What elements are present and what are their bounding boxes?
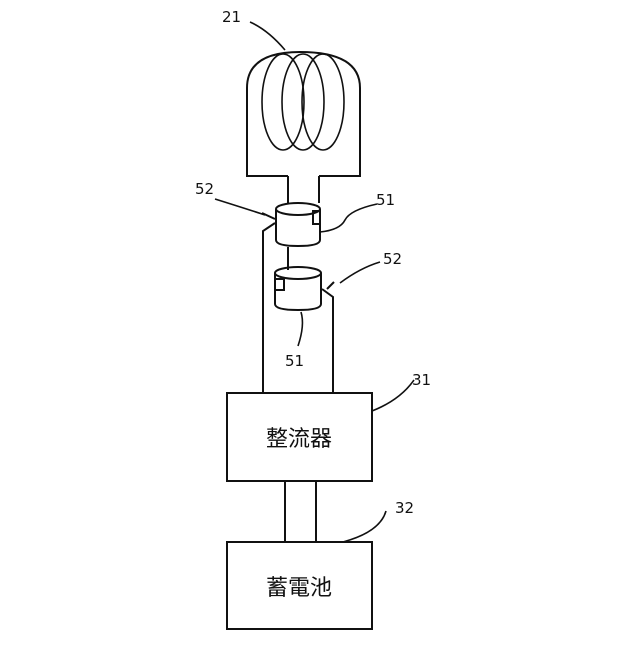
battery-label: 蓄電池 xyxy=(266,576,332,601)
leader-lines xyxy=(215,22,414,542)
upper-arm xyxy=(288,176,319,203)
coil-winding-icon xyxy=(262,54,344,150)
battery-reference: 32 xyxy=(395,499,414,517)
lower-connector-reference: 51 xyxy=(285,352,304,370)
upper-tab-reference: 52 xyxy=(195,180,214,198)
lower-tab-reference: 52 xyxy=(383,250,402,268)
upper-connector-reference: 51 xyxy=(376,191,395,209)
lower-connector-cylinder xyxy=(275,267,321,310)
rectifier-reference: 31 xyxy=(412,371,431,389)
rectifier-battery-link xyxy=(285,481,316,542)
lower-tab-hook xyxy=(322,282,334,392)
rectifier-label: 整流器 xyxy=(266,427,332,452)
coil-reference: 21 xyxy=(222,8,241,26)
upper-connector-cylinder xyxy=(276,203,320,246)
upper-tab-hook xyxy=(262,213,275,392)
